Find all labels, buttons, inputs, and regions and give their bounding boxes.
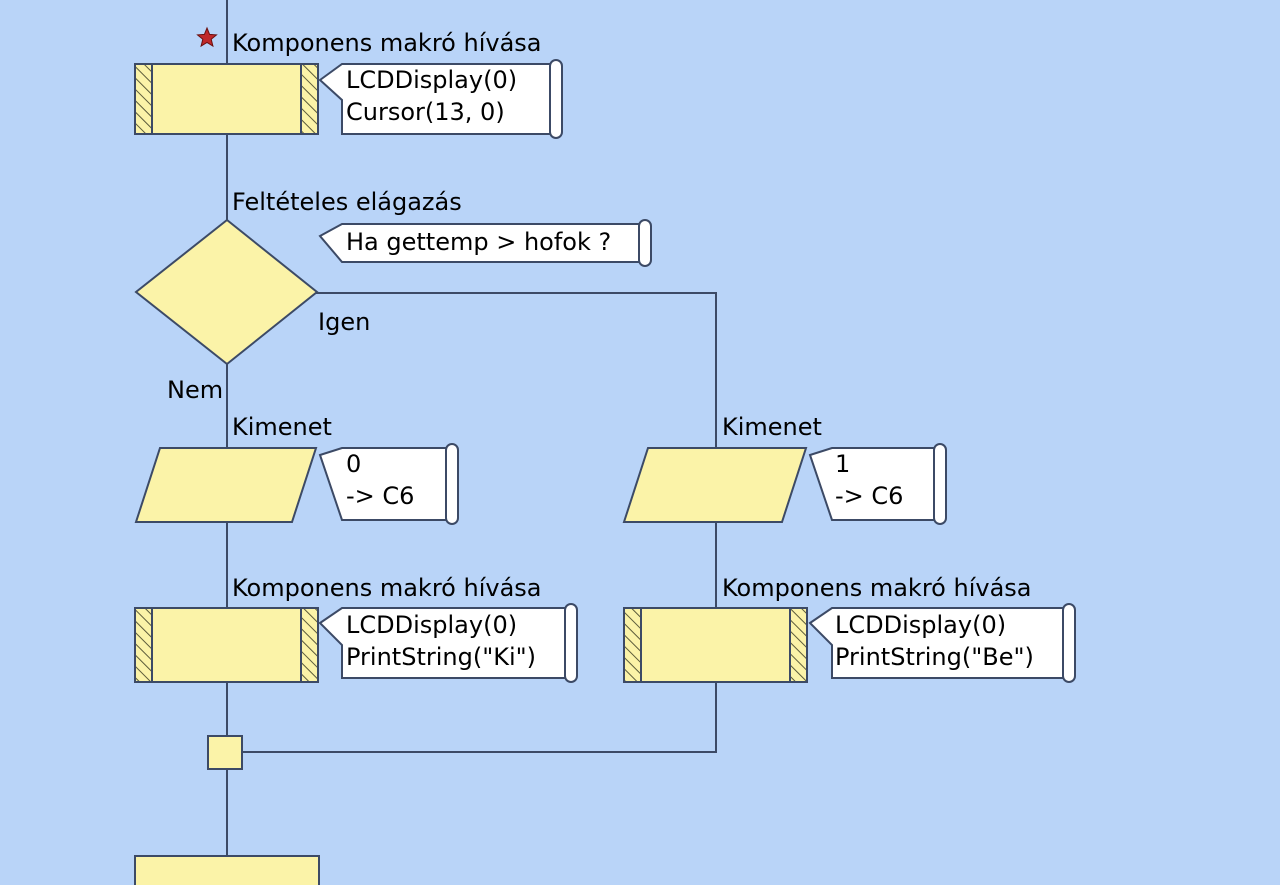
- output-node-left[interactable]: [134, 447, 318, 523]
- comment-callout-macro-right: [808, 603, 1076, 683]
- macro-top-title: Komponens makró hívása: [232, 29, 542, 57]
- junction-node[interactable]: [207, 735, 243, 770]
- macro-top-note: LCDDisplay(0) Cursor(13, 0): [346, 64, 517, 128]
- macro-call-node-right[interactable]: [623, 607, 808, 683]
- decision-note: Ha gettemp > hofok ?: [346, 226, 611, 258]
- macro-left-note: LCDDisplay(0) PrintString("Ki"): [346, 609, 536, 673]
- breakpoint-star-icon: [196, 26, 218, 48]
- macro-call-node-left[interactable]: [134, 607, 319, 683]
- note-line: PrintString("Ki"): [346, 643, 537, 671]
- comment-callout-output-right: [808, 443, 947, 525]
- comment-callout-macro-left: [318, 603, 578, 683]
- note-line: LCDDisplay(0): [346, 66, 518, 94]
- next-node-partial[interactable]: [134, 855, 320, 885]
- output-right-note: 1 -> C6: [835, 448, 903, 512]
- note-line: LCDDisplay(0): [835, 611, 1007, 639]
- macro-call-node-top[interactable]: [134, 63, 319, 135]
- note-line: -> C6: [346, 482, 415, 510]
- note-line: 0: [346, 450, 362, 478]
- note-line: Ha gettemp > hofok ?: [346, 228, 612, 256]
- output-left-title: Kimenet: [232, 413, 332, 441]
- decision-diamond[interactable]: [134, 218, 319, 366]
- output-node-right[interactable]: [622, 447, 808, 523]
- connector-lines: [226, 0, 717, 856]
- note-line: Cursor(13, 0): [346, 98, 505, 126]
- macro-right-note: LCDDisplay(0) PrintString("Be"): [835, 609, 1034, 673]
- comment-callout-top: [318, 59, 563, 139]
- output-right-title: Kimenet: [722, 413, 822, 441]
- comment-callout-output-left: [318, 443, 459, 525]
- note-line: LCDDisplay(0): [346, 611, 518, 639]
- output-left-note: 0 -> C6: [346, 448, 414, 512]
- decision-title: Feltételes elágazás: [232, 188, 462, 216]
- note-line: PrintString("Be"): [835, 643, 1034, 671]
- comment-callout-decision: [318, 219, 652, 267]
- yes-branch-label: Igen: [318, 308, 371, 336]
- note-line: -> C6: [835, 482, 904, 510]
- macro-right-title: Komponens makró hívása: [722, 574, 1032, 602]
- no-branch-label: Nem: [167, 376, 224, 404]
- macro-left-title: Komponens makró hívása: [232, 574, 542, 602]
- note-line: 1: [835, 450, 851, 478]
